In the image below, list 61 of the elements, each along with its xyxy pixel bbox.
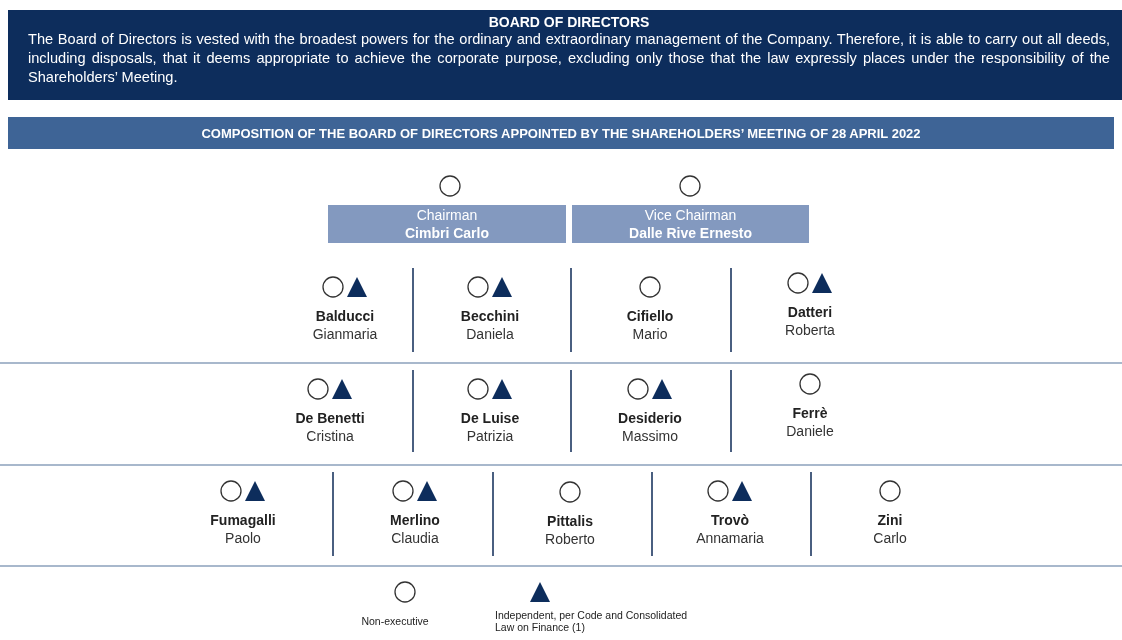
surname: De Luise: [460, 410, 520, 426]
circle-icon: [799, 373, 821, 395]
surname: Fumagalli: [210, 512, 276, 528]
triangle-icon: [731, 480, 753, 502]
first-name: Claudia: [391, 530, 439, 546]
triangle-icon: [331, 378, 353, 400]
legend-label: Non-executive: [360, 615, 430, 627]
triangle-icon: [651, 378, 673, 400]
surname: Pittalis: [547, 513, 593, 529]
first-name: Gianmaria: [312, 326, 378, 342]
circle-icon: [467, 276, 489, 298]
first-name: Paolo: [225, 530, 261, 546]
circle-icon: [707, 480, 729, 502]
first-name: Massimo: [622, 428, 678, 444]
circle-icon: [220, 480, 242, 502]
surname: Zini: [877, 512, 903, 528]
first-name: Daniela: [466, 326, 514, 342]
triangle-icon: [811, 272, 833, 294]
first-name: Patrizia: [466, 428, 514, 444]
surname: De Benetti: [295, 410, 365, 426]
first-name: Cristina: [306, 428, 354, 444]
circle-icon: [639, 276, 661, 298]
circle-icon: [322, 276, 344, 298]
circle-icon: [559, 481, 581, 503]
circle-icon: [392, 480, 414, 502]
surname: Desiderio: [618, 410, 682, 426]
circle-icon: [679, 175, 701, 197]
surname: Ferrè: [792, 405, 828, 421]
person-name: Dalle Rive Ernesto: [628, 224, 753, 242]
role-title: Chairman: [415, 206, 479, 224]
section-header-bar: COMPOSITION OF THE BOARD OF DIRECTORS APPOINTED BY THE SHAREHOLDERS’ MEETING OF 28 APRIL 2022: [8, 117, 1114, 149]
role-title: Vice Chairman: [643, 206, 738, 224]
surname: Becchini: [460, 308, 520, 324]
person-name: Cimbri Carlo: [404, 224, 490, 242]
role-bar: [328, 205, 566, 243]
circle-icon: [879, 480, 901, 502]
first-name: Daniele: [786, 423, 834, 439]
surname: Trovò: [710, 512, 750, 528]
first-name: Roberta: [785, 322, 835, 338]
surname: Merlino: [390, 512, 440, 528]
triangle-icon: [346, 276, 368, 298]
legend-label: Independent, per Code and Consolidated Law on Finance (1): [495, 609, 689, 633]
surname: Cifiello: [626, 308, 674, 324]
first-name: Annamaria: [696, 530, 764, 546]
first-name: Roberto: [545, 531, 595, 547]
triangle-icon: [491, 276, 513, 298]
circle-icon: [627, 378, 649, 400]
triangle-icon: [416, 480, 438, 502]
heading: BOARD OF DIRECTORS: [488, 14, 650, 30]
circle-icon: [467, 378, 489, 400]
first-name: Carlo: [873, 530, 907, 546]
circle-icon: [787, 272, 809, 294]
triangle-icon: [491, 378, 513, 400]
surname: Balducci: [315, 308, 375, 324]
circle-icon: [307, 378, 329, 400]
triangle-icon: [244, 480, 266, 502]
first-name: Mario: [632, 326, 668, 342]
surname: Datteri: [787, 304, 833, 320]
circle-icon: [439, 175, 461, 197]
description-paragraph: The Board of Directors is vested with the broadest powers for the ordinary and extraordinary management of the Company. Therefore, it is able to carry out all deeds, including disposals, that it deems appropriate to achieve the corporate purpose, excluding only those that the law expressly places under the responsibility of the Shareholders’ Meeting.: [28, 30, 1110, 87]
role-bar: [572, 205, 809, 243]
